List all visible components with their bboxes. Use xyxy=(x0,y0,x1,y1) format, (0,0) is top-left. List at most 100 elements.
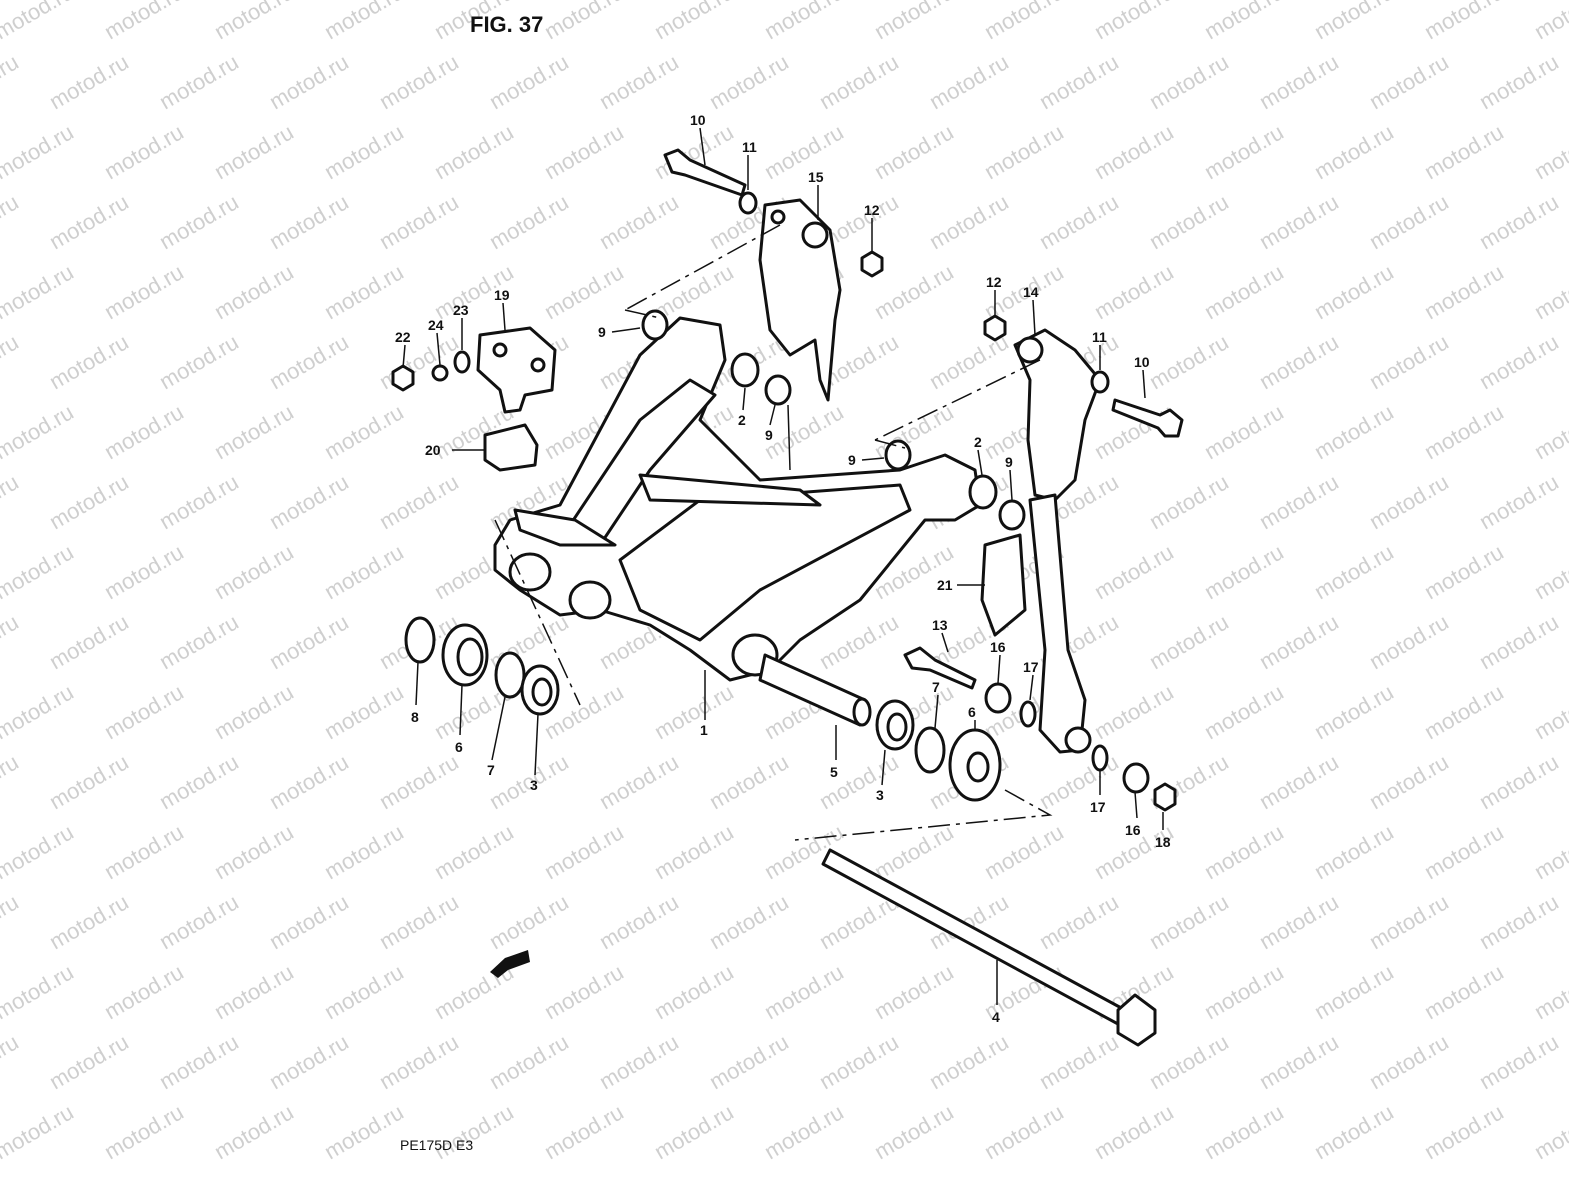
callout-13: 13 xyxy=(932,617,948,633)
watermark-text: motod.ru xyxy=(1255,469,1343,534)
watermark-text: motod.ru xyxy=(1420,539,1508,604)
watermark-text: motod.ru xyxy=(925,49,1013,114)
callout-2-right: 2 xyxy=(974,434,982,450)
figure-title: FIG. 37 xyxy=(470,12,543,37)
watermark-text: motod.ru xyxy=(320,259,408,324)
watermark-text: motod.ru xyxy=(430,119,518,184)
watermark-text: motod.ru xyxy=(45,329,133,394)
watermark-text: motod.ru xyxy=(1200,399,1288,464)
watermark-text: motod.ru xyxy=(485,749,573,814)
watermark-text: motod.ru xyxy=(265,189,353,254)
watermark-text: motod.ru xyxy=(265,1029,353,1094)
bushing-2-top xyxy=(730,352,760,388)
washer-17-top xyxy=(1019,700,1037,728)
watermark-text: motod.ru xyxy=(210,259,298,324)
watermark-text: motod.ru xyxy=(375,189,463,254)
watermark-text: motod.ru xyxy=(870,0,958,44)
seal-9-right2 xyxy=(998,499,1026,531)
bolt-10-left xyxy=(663,148,747,197)
watermark-text: motod.ru xyxy=(100,819,188,884)
leader-lines xyxy=(402,127,1164,1005)
watermark-text: motod.ru xyxy=(375,469,463,534)
watermark-text: motod.ru xyxy=(0,0,78,44)
watermark-text: motod.ru xyxy=(100,679,188,744)
watermark-text: motod.ru xyxy=(100,259,188,324)
watermark-text: motod.ru xyxy=(595,889,683,954)
watermark-text: motod.ru xyxy=(925,189,1013,254)
watermark-text: motod.ru xyxy=(1035,749,1123,814)
watermark-text: motod.ru xyxy=(1200,259,1288,324)
watermark-text: motod.ru xyxy=(1310,959,1398,1024)
model-code: PE175D E3 xyxy=(400,1137,473,1153)
watermark-text: motod.ru xyxy=(1475,189,1563,254)
callout-10-left: 10 xyxy=(690,112,706,128)
watermark-text: motod.ru xyxy=(45,889,133,954)
watermark-text: motod.ru xyxy=(320,0,408,44)
watermark-text: motod.ru xyxy=(760,1099,848,1164)
bushing-2-right xyxy=(968,474,998,510)
callout-7-right: 7 xyxy=(932,679,940,695)
bearing-3-left xyxy=(520,664,560,716)
callout-15: 15 xyxy=(808,169,824,185)
watermark-text: motod.ru xyxy=(1145,49,1233,114)
watermark-text: motod.ru xyxy=(485,189,573,254)
watermark-text: motod.ru xyxy=(265,49,353,114)
watermark-text: motod.ru xyxy=(45,1029,133,1094)
watermark-text: motod.ru xyxy=(485,889,573,954)
link-rod xyxy=(1028,493,1092,754)
watermark-text: motod.ru xyxy=(1530,819,1569,884)
watermark-text: motod.ru xyxy=(1035,1029,1123,1094)
watermark-text: motod.ru xyxy=(0,1029,23,1094)
watermark-text: motod.ru xyxy=(980,819,1068,884)
watermark-text: motod.ru xyxy=(320,399,408,464)
watermark-text: motod.ru xyxy=(1475,329,1563,394)
bearing-3-right xyxy=(875,699,915,751)
nut-8 xyxy=(404,616,436,664)
watermark-text: motod.ru xyxy=(210,959,298,1024)
watermark-text: motod.ru xyxy=(155,189,243,254)
watermark-text: motod.ru xyxy=(1255,749,1343,814)
callout-3-right: 3 xyxy=(876,787,884,803)
watermark-text: motod.ru xyxy=(1420,0,1508,44)
watermark-text: motod.ru xyxy=(760,0,848,44)
watermark-text: motod.ru xyxy=(870,819,958,884)
watermark-text: motod.ru xyxy=(980,1099,1068,1164)
watermark-text: motod.ru xyxy=(320,959,408,1024)
watermark-text: motod.ru xyxy=(0,329,23,394)
watermark-text: motod.ru xyxy=(1420,679,1508,744)
bracket-15 xyxy=(758,198,842,402)
watermark-text: motod.ru xyxy=(1530,399,1569,464)
watermark-text: motod.ru xyxy=(155,749,243,814)
callout-4: 4 xyxy=(992,1009,1000,1025)
watermark-text: motod.ru xyxy=(1310,819,1398,884)
watermark-text: motod.ru xyxy=(0,819,78,884)
watermark-text: motod.ru xyxy=(1310,539,1398,604)
callout-2-top: 2 xyxy=(738,412,746,428)
watermark-text: motod.ru xyxy=(320,819,408,884)
watermark-text: motod.ru xyxy=(375,49,463,114)
watermark-text: motod.ru xyxy=(0,539,78,604)
callout-23: 23 xyxy=(453,302,469,318)
watermark-text: motod.ru xyxy=(1530,539,1569,604)
watermark-text: motod.ru xyxy=(320,119,408,184)
watermark-text: motod.ru xyxy=(815,49,903,114)
watermark-text: motod.ru xyxy=(100,1099,188,1164)
watermark-text: motod.ru xyxy=(210,1099,298,1164)
callout-1: 1 xyxy=(700,722,708,738)
washer-11-right xyxy=(1090,370,1110,394)
watermark-text: motod.ru xyxy=(760,399,848,464)
bolt-22 xyxy=(391,364,415,392)
watermark-text: motod.ru xyxy=(1365,1029,1453,1094)
watermark-text: motod.ru xyxy=(1090,0,1178,44)
watermark-text: motod.ru xyxy=(1145,1029,1233,1094)
cushion-20 xyxy=(483,423,539,472)
watermark-text: motod.ru xyxy=(595,49,683,114)
watermark-text: motod.ru xyxy=(45,469,133,534)
callout-16-bottom: 16 xyxy=(1125,822,1141,838)
watermark-text: motod.ru xyxy=(1035,189,1123,254)
front-arrow-icon xyxy=(490,950,530,978)
watermark-text: motod.ru xyxy=(320,679,408,744)
washer-24 xyxy=(431,364,449,382)
watermark-text: motod.ru xyxy=(0,889,23,954)
watermark-text: motod.ru xyxy=(1420,259,1508,324)
